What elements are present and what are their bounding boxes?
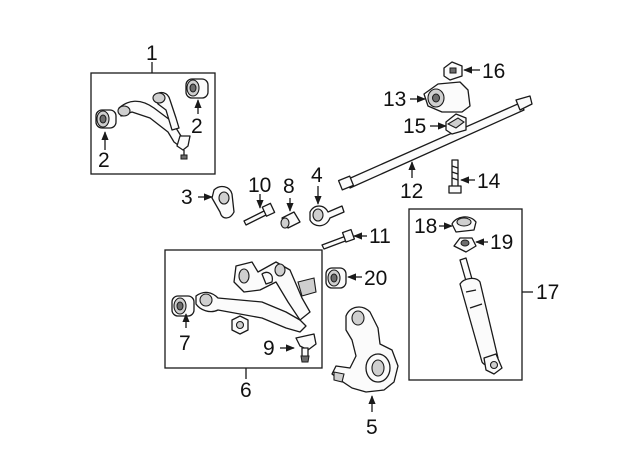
callout-2-right: 2 [191, 115, 203, 138]
shock-mount-lower[interactable] [453, 237, 477, 253]
callout-7: 7 [179, 332, 191, 355]
callout-3: 3 [181, 186, 193, 209]
callout-14: 14 [477, 170, 501, 193]
cam-bolt[interactable] [243, 202, 276, 226]
callout-12: 12 [400, 180, 423, 203]
knuckle-bolt[interactable] [321, 228, 356, 250]
callout-11: 11 [369, 225, 391, 248]
stabilizer-clip[interactable] [443, 61, 463, 81]
callout-2-left: 2 [98, 149, 110, 172]
callout-10: 10 [248, 174, 271, 197]
stabilizer-bolt[interactable] [448, 159, 462, 194]
cam-washer[interactable] [211, 185, 235, 219]
callout-1: 1 [146, 42, 158, 65]
upper-control-arm[interactable] [117, 91, 191, 160]
upper-arm-frame [90, 72, 216, 175]
callout-15: 15 [403, 115, 426, 138]
ball-joint[interactable] [295, 333, 317, 363]
callout-20: 20 [364, 267, 387, 290]
callout-18: 18 [414, 215, 437, 238]
shock-frame [408, 208, 523, 381]
group-shock-absorber: 18 19 17 [408, 208, 559, 381]
stabilizer-bar[interactable] [337, 95, 533, 191]
callout-13: 13 [383, 88, 406, 111]
upper-arm-bushing-right[interactable] [185, 78, 209, 99]
lower-arm-bushing-front[interactable] [171, 295, 195, 317]
callout-19: 19 [490, 231, 513, 254]
lower-arm-bushing-sleeve[interactable] [280, 211, 301, 229]
group-lower-control-arm: 7 9 6 [164, 249, 323, 402]
callout-17: 17 [536, 281, 559, 304]
callout-4: 4 [311, 164, 323, 187]
group-stabilizer: 12 13 15 16 14 [337, 60, 533, 203]
shock-mount-upper[interactable] [451, 216, 477, 233]
stabilizer-bracket[interactable] [423, 81, 471, 113]
steering-knuckle[interactable] [331, 306, 399, 393]
stabilizer-bushing[interactable] [445, 113, 467, 135]
callout-5: 5 [366, 416, 378, 439]
lower-control-arm[interactable] [195, 261, 317, 333]
lower-arm-frame [164, 249, 323, 369]
upper-arm-bushing-left[interactable] [95, 109, 117, 129]
callout-16: 16 [482, 60, 505, 83]
shock-absorber[interactable] [459, 257, 503, 375]
steering-knuckle-group: 5 [331, 306, 399, 439]
callout-6: 6 [240, 379, 252, 402]
callout-8: 8 [283, 175, 295, 198]
group-loose-parts: 3 10 8 4 11 20 [181, 164, 391, 290]
lower-arm-bushing-rear[interactable] [325, 267, 347, 289]
callout-9: 9 [263, 337, 275, 360]
cam-adjuster[interactable] [309, 205, 345, 227]
group-upper-control-arm: 1 2 2 [90, 42, 216, 175]
lower-arm-nut[interactable] [231, 315, 249, 335]
